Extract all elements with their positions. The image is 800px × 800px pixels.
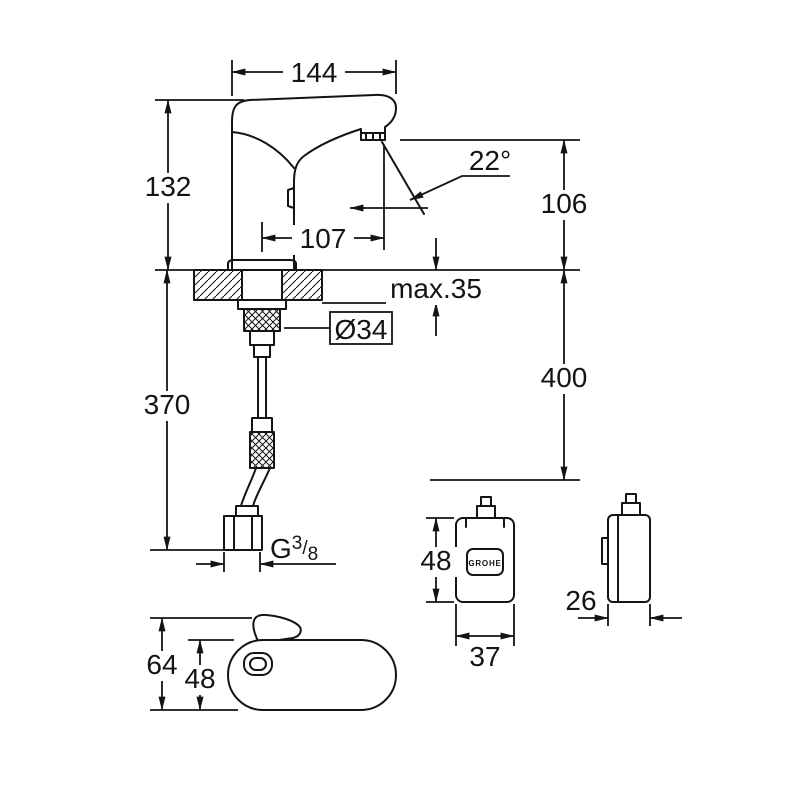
body-height-label: 132 [145, 171, 192, 202]
counter-hatch-right [281, 269, 323, 301]
dimension-labels: 144 132 22° 106 107 max.35 Ø34 400 370 G… [144, 57, 597, 694]
flex-hose [240, 467, 271, 507]
control-box-width-label: 37 [469, 641, 500, 672]
counter-section [193, 269, 323, 301]
faucet-body-outline [231, 93, 397, 271]
sensor-window [287, 187, 295, 209]
bracket-inner-detail [249, 657, 267, 671]
label-masks [136, 59, 595, 695]
control-box-cable-tip [480, 496, 492, 507]
washer [237, 299, 287, 310]
thread-numerator: 3 [292, 533, 303, 554]
side-box-body [607, 514, 651, 603]
counter-hatch-left [193, 269, 243, 301]
hose-coupling [251, 417, 273, 433]
spout-seam-line [231, 131, 295, 169]
bracket-inner-slot [243, 652, 273, 676]
faucet-base [227, 259, 297, 271]
hose-nut [223, 515, 263, 551]
brand-badge [466, 548, 504, 576]
shank-length-label: 370 [144, 389, 191, 420]
faucet-profile [227, 93, 425, 271]
side-box-cable-tip [625, 493, 637, 504]
clearance-below-label: 400 [541, 362, 588, 393]
brand-logo-text: GROHE [468, 559, 501, 568]
spout-reach-label: 107 [300, 223, 347, 254]
dimension-lines [150, 60, 682, 711]
bracket-body-height-label: 48 [184, 663, 215, 694]
hole-diameter-callout-box [329, 311, 393, 345]
thread-size-label: G3/8 [270, 533, 318, 565]
connector-block-upper [249, 330, 275, 346]
max-deck-thickness-label: max.35 [390, 273, 482, 304]
control-box-front-view [455, 496, 515, 603]
connector-block-lower [253, 344, 271, 358]
hole-diameter-label: Ø34 [335, 314, 388, 345]
control-box-clips [465, 517, 505, 528]
thread-slash: / [302, 538, 308, 559]
side-box-clip [601, 537, 609, 565]
control-box-cable-gland [476, 505, 496, 519]
thread-denominator: 8 [308, 544, 319, 565]
braided-hose-section [249, 431, 275, 469]
control-box-height-label: 48 [420, 545, 451, 576]
spout-width-label: 144 [291, 57, 338, 88]
angle-label-leader [409, 175, 510, 201]
control-box-depth-label: 26 [565, 585, 596, 616]
under-counter-assembly [223, 299, 287, 551]
spray-angle-label: 22° [469, 145, 511, 176]
bracket-clip [252, 613, 302, 642]
water-stream-line [381, 141, 425, 215]
mounting-bracket-view [227, 613, 397, 711]
hose-collar [235, 505, 259, 517]
control-box-side-view [601, 493, 651, 603]
bracket-outer-height-label: 64 [146, 649, 177, 680]
outlet-height-label: 106 [541, 188, 588, 219]
mounting-nut [243, 308, 281, 332]
hose-nut-flats [233, 515, 253, 551]
side-box-cable-gland [621, 502, 641, 516]
threaded-rod [257, 356, 267, 419]
thread-prefix: G [270, 533, 292, 564]
aerator-detail [360, 132, 386, 141]
